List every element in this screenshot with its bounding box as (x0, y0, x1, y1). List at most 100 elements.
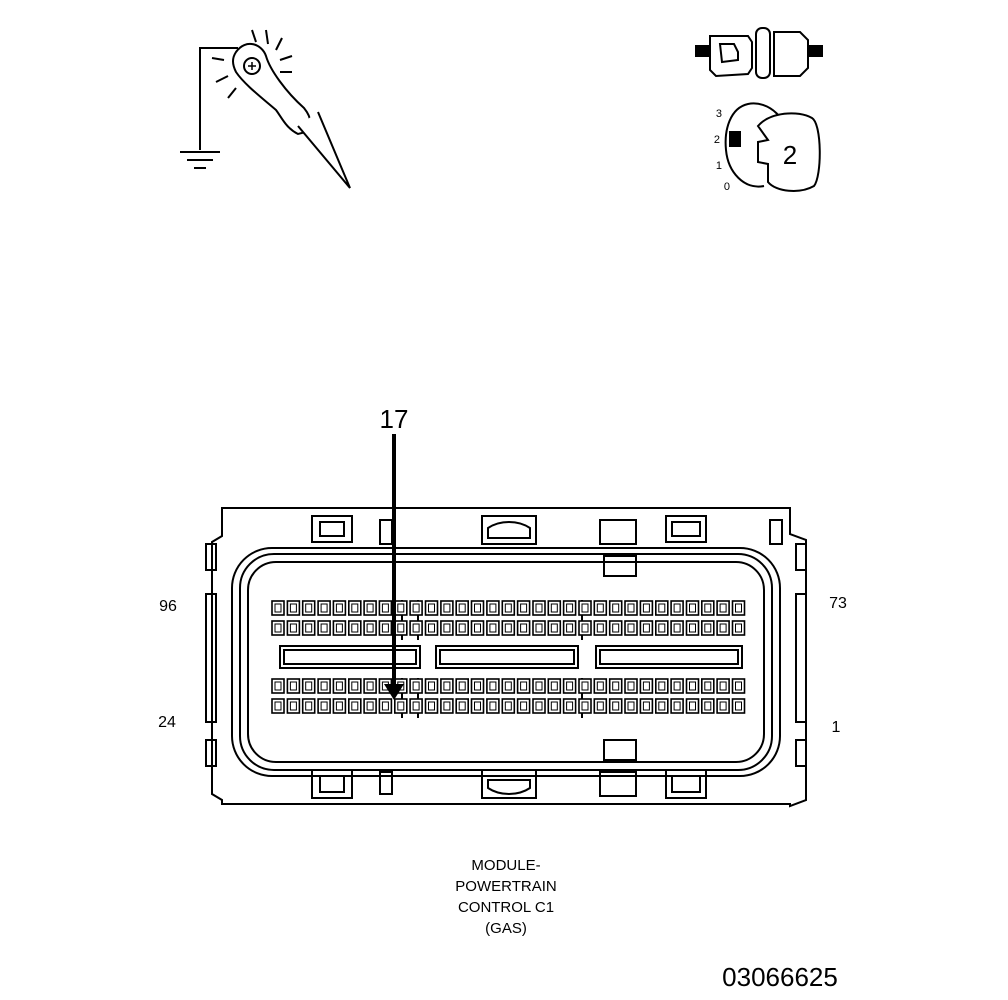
terminal-cavity-inner (289, 603, 297, 613)
terminal-cavity (547, 698, 562, 714)
terminal-cavity-inner (320, 681, 328, 691)
terminal-cavity (608, 678, 623, 694)
terminal-cavity-inner (689, 623, 696, 633)
connector-body (205, 507, 807, 808)
terminal-cavity (347, 698, 362, 714)
terminal-cavity-inner (443, 681, 451, 691)
terminal-cavity (501, 600, 516, 616)
terminal-cavity-inner (397, 623, 405, 633)
terminal-cavity-inner (489, 681, 497, 691)
terminal-cavity-inner (474, 603, 481, 613)
terminal-cavity (470, 600, 485, 616)
terminal-cavity-inner (658, 623, 666, 633)
switch-position-label: 2 (714, 134, 720, 146)
terminal-cavity (731, 678, 746, 694)
terminal-cavity-inner (489, 623, 497, 633)
terminal-cavity-inner (412, 623, 420, 633)
terminal-cavity-inner (581, 681, 589, 691)
terminal-cavity-inner (489, 701, 497, 711)
terminal-cavity (317, 600, 331, 616)
terminal-cavity-inner (443, 603, 451, 613)
terminal-cavity (578, 620, 592, 636)
terminal-cavity-inner (704, 681, 712, 691)
pin-callout: 17 (380, 404, 408, 700)
terminal-cavity (731, 698, 746, 714)
terminal-cavity-inner (428, 681, 435, 691)
terminal-cavity-inner (581, 623, 589, 633)
terminal-cavity-inner (596, 603, 604, 613)
terminal-cavity (271, 678, 285, 694)
terminal-cavity (562, 620, 577, 636)
terminal-cavity-inner (520, 701, 528, 711)
terminal-cavity (424, 600, 439, 616)
terminal-cavity-inner (566, 681, 574, 691)
terminal-cavity-inner (642, 603, 650, 613)
terminal-cavity-inner (627, 701, 635, 711)
terminal-cavity-inner (366, 603, 374, 613)
terminal-cavity-inner (566, 603, 574, 613)
terminal-cavity-inner (735, 623, 742, 633)
terminal-cavity (455, 600, 470, 616)
terminal-cavity-inner (428, 603, 435, 613)
terminal-cavity-inner (474, 701, 481, 711)
terminal-cavity (578, 698, 592, 714)
terminal-cavity-inner (504, 701, 512, 711)
terminal-cavity-inner (566, 623, 574, 633)
terminal-cavity-inner (735, 701, 742, 711)
terminal-cavity-inner (381, 701, 389, 711)
terminal-cavity (393, 620, 408, 636)
terminal-cavity-inner (366, 623, 374, 633)
terminal-cavity (562, 698, 577, 714)
terminal-cavity (654, 678, 669, 694)
terminal-cavity (301, 620, 316, 636)
caption-line: (GAS) (485, 920, 527, 937)
terminal-cavity (378, 600, 393, 616)
terminal-cavity (532, 600, 546, 616)
terminal-cavity (532, 620, 546, 636)
terminal-cavity (700, 620, 715, 636)
terminal-cavity-inner (351, 681, 359, 691)
terminal-cavity-inner (535, 623, 543, 633)
terminal-cavity-inner (458, 701, 466, 711)
figure-id: 03066625 (722, 962, 838, 992)
terminal-cavity (455, 698, 470, 714)
terminal-cavity-inner (335, 701, 343, 711)
terminal-cavity-inner (305, 623, 313, 633)
terminal-cavity-inner (612, 701, 620, 711)
terminal-cavity-inner (520, 603, 528, 613)
terminal-cavity-inner (474, 681, 481, 691)
terminal-cavity (378, 698, 393, 714)
terminal-cavity (562, 678, 577, 694)
terminal-cavity (593, 600, 608, 616)
terminal-cavity-inner (412, 603, 420, 613)
terminal-cavity-inner (397, 701, 405, 711)
terminal-cavity (393, 698, 408, 714)
terminal-cavity (639, 620, 654, 636)
terminal-cavity-inner (704, 603, 712, 613)
switch-position-label: 1 (716, 160, 722, 172)
terminal-cavity (670, 698, 684, 714)
terminal-cavity-inner (305, 701, 313, 711)
terminal-cavity (286, 698, 301, 714)
terminal-cavity-inner (289, 701, 297, 711)
terminal-cavity-inner (320, 623, 328, 633)
terminal-cavity-inner (658, 603, 666, 613)
terminal-cavity-inner (535, 603, 543, 613)
terminal-cavity (317, 698, 331, 714)
terminal-cavity-inner (689, 603, 696, 613)
terminal-cavity-inner (704, 623, 712, 633)
terminal-cavity-inner (489, 603, 497, 613)
terminal-cavity-inner (458, 681, 466, 691)
terminal-cavity-inner (627, 681, 635, 691)
terminal-cavity (501, 698, 516, 714)
terminal-cavity-inner (719, 623, 727, 633)
terminal-cavity (654, 600, 669, 616)
terminal-cavity (516, 620, 531, 636)
terminal-cavity (593, 620, 608, 636)
terminal-cavity (393, 600, 408, 616)
pin-label-top-left: 96 (159, 598, 177, 615)
terminal-cavity (685, 698, 700, 714)
terminal-cavity-inner (596, 623, 604, 633)
terminal-cavity (516, 698, 531, 714)
pin-label-bottom-left: 24 (158, 714, 176, 731)
